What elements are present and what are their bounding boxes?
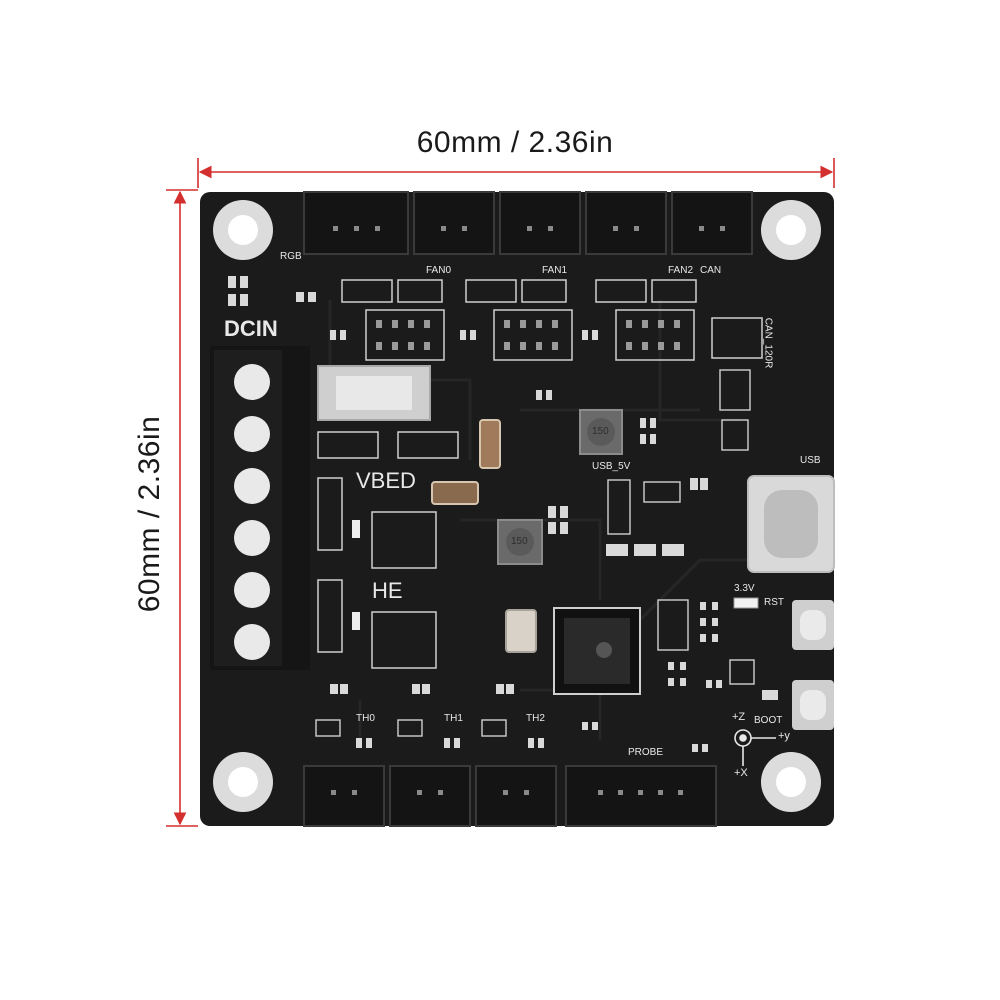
width-dimension-label: 60mm / 2.36in: [416, 126, 614, 159]
axis-symbol: [734, 729, 776, 766]
label-can: CAN: [700, 265, 722, 276]
ic-pins: [376, 320, 680, 350]
label-plus-x: +X: [734, 767, 748, 779]
led-3v3: [733, 597, 759, 609]
top-connector-pins: [333, 226, 725, 231]
bottom-connectors: [303, 765, 717, 827]
label-th0: TH0: [356, 713, 375, 724]
label-fan0: FAN0: [426, 265, 452, 276]
label-rgb: RGB: [280, 251, 302, 262]
diode: [352, 520, 360, 538]
label-fan1: FAN1: [542, 265, 568, 276]
height-dimension-line: [166, 189, 198, 827]
capacitor: [431, 481, 479, 505]
label-dcin: DCIN: [224, 316, 278, 341]
pcb-board: [200, 192, 834, 826]
mcu-chip: [553, 607, 641, 695]
mounting-holes: [213, 200, 821, 812]
width-dimension-line: [197, 158, 835, 188]
label-plus-z: +Z: [732, 711, 746, 723]
label-th1: TH1: [444, 713, 463, 724]
usb-c-port: [747, 475, 835, 573]
inductor-mark: 150: [511, 536, 528, 547]
inductor-mark: 150: [592, 426, 609, 437]
bottom-connector-pins: [331, 790, 683, 795]
inductor-main: [497, 519, 543, 565]
rst-button: [792, 600, 834, 650]
label-th2: TH2: [526, 713, 545, 724]
fan-mosfets: [341, 279, 763, 361]
label-vbed: VBED: [356, 468, 416, 493]
power-mosfets: [317, 431, 459, 669]
fuse: [317, 365, 431, 421]
diode: [352, 612, 360, 630]
label-usb-5v: USB_5V: [592, 461, 631, 472]
smd-components: [228, 276, 778, 752]
label-3v3: 3.3V: [734, 583, 755, 594]
label-fan2: FAN2: [668, 265, 694, 276]
boot-button: [792, 680, 834, 730]
small-ics: [315, 369, 755, 737]
top-connectors: [303, 191, 753, 255]
crystal: [505, 609, 537, 653]
label-can-120r: CAN_120R: [762, 317, 774, 369]
label-usb: USB: [800, 455, 821, 466]
label-rst: RST: [764, 597, 784, 608]
dcin-terminal-block: [210, 346, 310, 670]
capacitor: [479, 419, 501, 469]
label-he: HE: [372, 578, 403, 603]
label-probe: PROBE: [628, 747, 664, 758]
label-boot: BOOT: [754, 715, 783, 726]
inductor-usb5v: [579, 409, 623, 455]
label-plus-y: +y: [778, 730, 790, 742]
